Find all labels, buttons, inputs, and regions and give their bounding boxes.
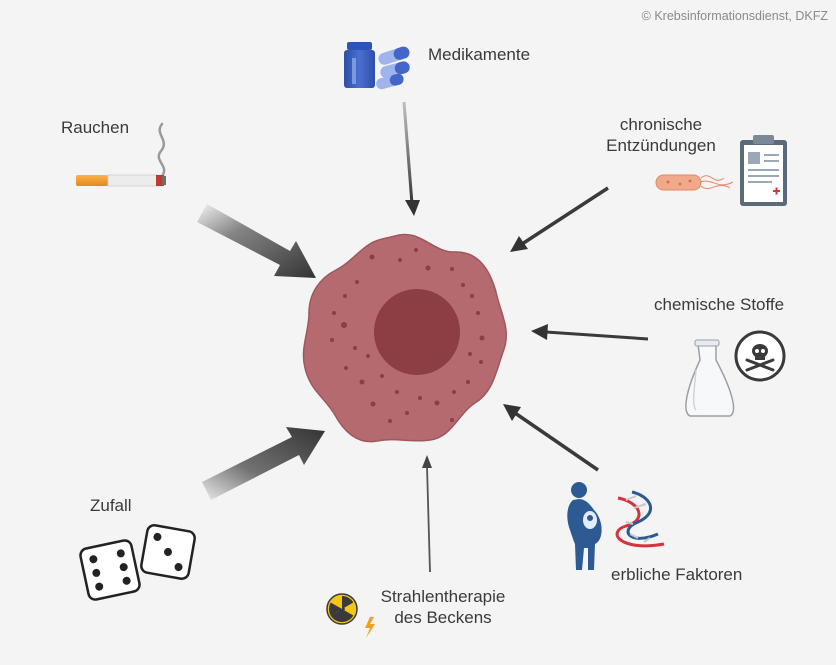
arrow-zufall [202,427,325,500]
bacterium-and-clipboard-icon [655,135,787,206]
label-chronische-entzuendungen: chronische Entzündungen [596,114,726,156]
label-chemische-stoffe: chemische Stoffe [654,295,785,314]
label-strahlen-line1: Strahlentherapie [380,587,506,606]
label-chronisch-line1: chronische [619,115,703,134]
label-strahlen-line2: des Beckens [394,608,492,627]
pill-bottle-and-capsules-icon [344,42,410,90]
label-chronisch-line2: Entzündungen [606,136,716,155]
label-erbliche-faktoren: erbliche Faktoren [611,565,743,584]
cigarette-icon [76,122,166,187]
label-medikamente: Medikamente [428,45,531,64]
arrow-strahlen [422,455,432,573]
label-strahlentherapie: Strahlentherapie des Beckens [366,586,520,628]
copyright-notice: © Krebsinformationsdienst, DKFZ [641,9,828,23]
cell-granules [330,248,485,423]
dice-icon [79,524,196,601]
label-rauchen: Rauchen [61,118,130,137]
label-zufall: Zufall [90,496,132,515]
flask-and-poison-icon [685,330,786,417]
arrow-rauchen [197,204,316,278]
arrow-chemisch [531,324,649,341]
radiation-icon [326,593,375,638]
arrow-erblich [503,404,599,472]
arrow-medikamente [402,101,420,216]
pregnant-woman-and-dna-icon [567,482,665,570]
tumor-cell [302,233,507,443]
cell-nucleus [374,289,460,375]
arrow-chronisch [510,186,609,252]
